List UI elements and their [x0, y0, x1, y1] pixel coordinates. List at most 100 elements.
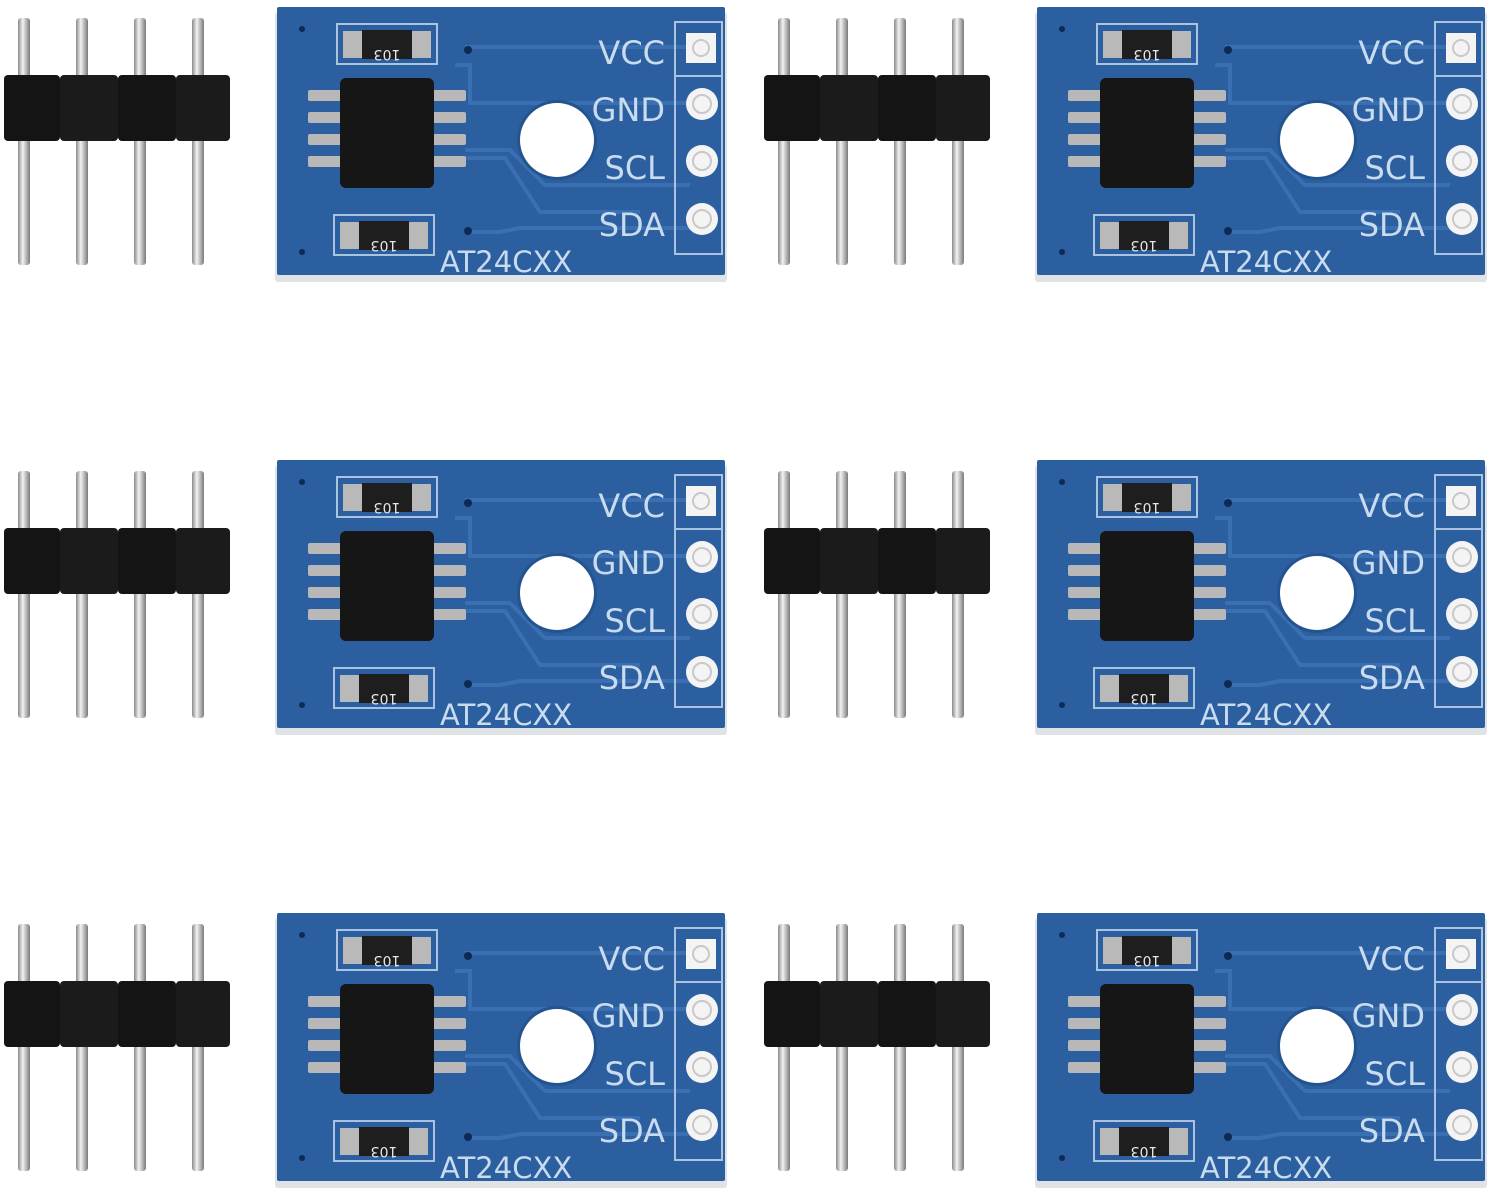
svg-text:103: 103 [1131, 237, 1158, 253]
resistor: 103 [1093, 214, 1195, 256]
board-name: AT24CXX [440, 245, 572, 279]
eeprom-chip [1068, 531, 1226, 641]
header-pin [18, 924, 30, 1171]
header-housing [764, 75, 820, 141]
vcc-pad [1446, 33, 1476, 63]
svg-text:103: 103 [371, 690, 398, 706]
header-pin [952, 18, 964, 265]
resistor: 103 [333, 1120, 435, 1162]
header-pin [192, 471, 204, 718]
svg-text:103: 103 [371, 237, 398, 253]
resistor: 103 [1093, 1120, 1195, 1162]
gnd-pad [686, 994, 718, 1026]
header-pin [18, 471, 30, 718]
label-sda: SDA [599, 206, 665, 244]
board-name: AT24CXX [1200, 245, 1332, 279]
eeprom-module: VCC GND SCL SDA AT24CXX [760, 0, 1500, 295]
pcb-board: VCC GND SCL SDA AT24CXX [275, 460, 727, 735]
eeprom-module: VCC GND SCL SDA AT24CXX [760, 906, 1500, 1201]
label-vcc: VCC [1358, 487, 1425, 525]
vcc-pad [686, 486, 716, 516]
gnd-pad [1446, 994, 1478, 1026]
eeprom-module: VCC GND SCL SDA AT24CXX [760, 453, 1500, 748]
pin-header [764, 18, 990, 265]
label-gnd: GND [592, 544, 665, 582]
header-pin [76, 18, 88, 265]
header-pin [76, 924, 88, 1171]
board-name: AT24CXX [440, 1151, 572, 1185]
vcc-pad [1446, 486, 1476, 516]
header-pin [192, 924, 204, 1171]
sda-pad [686, 203, 718, 235]
resistor: 103 [1096, 929, 1198, 971]
pcb-board: VCC GND SCL SDA AT24CXX [275, 7, 727, 282]
header-pin [192, 18, 204, 265]
header-pin [894, 471, 906, 718]
label-sda: SDA [1359, 1112, 1425, 1150]
svg-text:103: 103 [1134, 46, 1161, 62]
label-vcc: VCC [598, 940, 665, 978]
resistor: 103 [1096, 23, 1198, 65]
sda-pad [1446, 656, 1478, 688]
pin-header [4, 924, 230, 1171]
header-pin [778, 18, 790, 265]
mounting-hole [1280, 103, 1354, 177]
label-sda: SDA [1359, 206, 1425, 244]
sda-pad [1446, 203, 1478, 235]
eeprom-chip [1068, 984, 1226, 1094]
board-name: AT24CXX [1200, 698, 1332, 732]
header-pin [18, 18, 30, 265]
resistor: 103 [336, 23, 438, 65]
label-vcc: VCC [1358, 940, 1425, 978]
eeprom-module: VCC GND SCL SDA AT24CXX [0, 906, 740, 1201]
header-pin [76, 471, 88, 718]
svg-text:103: 103 [1134, 952, 1161, 968]
header-pin [952, 471, 964, 718]
label-gnd: GND [1352, 544, 1425, 582]
pin-header [4, 18, 230, 265]
label-scl: SCL [1365, 602, 1426, 640]
label-sda: SDA [1359, 659, 1425, 697]
eeprom-chip [308, 984, 466, 1094]
label-vcc: VCC [1358, 34, 1425, 72]
svg-text:103: 103 [374, 499, 401, 515]
label-vcc: VCC [598, 487, 665, 525]
sda-pad [686, 656, 718, 688]
mounting-hole [520, 556, 594, 630]
header-pin [134, 924, 146, 1171]
pin-header [764, 924, 990, 1171]
scl-pad [686, 145, 718, 177]
header-housing [764, 981, 820, 1047]
gnd-pad [686, 541, 718, 573]
pcb-board: VCC GND SCL SDA AT24CXX [1035, 7, 1487, 282]
label-gnd: GND [1352, 997, 1425, 1035]
label-gnd: GND [592, 997, 665, 1035]
resistor: 103 [333, 667, 435, 709]
svg-text:103: 103 [1134, 499, 1161, 515]
resistor: 103 [336, 476, 438, 518]
mounting-hole [520, 1009, 594, 1083]
scl-pad [1446, 598, 1478, 630]
label-scl: SCL [605, 149, 666, 187]
resistor: 103 [1096, 476, 1198, 518]
pin-header [4, 471, 230, 718]
header-pin [836, 471, 848, 718]
eeprom-chip [1068, 78, 1226, 188]
label-scl: SCL [605, 602, 666, 640]
label-gnd: GND [592, 91, 665, 129]
eeprom-chip [308, 78, 466, 188]
scl-pad [1446, 1051, 1478, 1083]
vcc-pad [686, 33, 716, 63]
pcb-board: VCC GND SCL SDA AT24CXX [1035, 460, 1487, 735]
label-scl: SCL [1365, 1055, 1426, 1093]
header-housing [764, 528, 820, 594]
vcc-pad [686, 939, 716, 969]
header-pin [778, 924, 790, 1171]
label-gnd: GND [1352, 91, 1425, 129]
scl-pad [1446, 145, 1478, 177]
svg-text:103: 103 [374, 46, 401, 62]
header-pin [836, 924, 848, 1171]
eeprom-chip [308, 531, 466, 641]
label-sda: SDA [599, 1112, 665, 1150]
pcb-board: VCC GND SCL SDA AT24CXX [1035, 913, 1487, 1188]
